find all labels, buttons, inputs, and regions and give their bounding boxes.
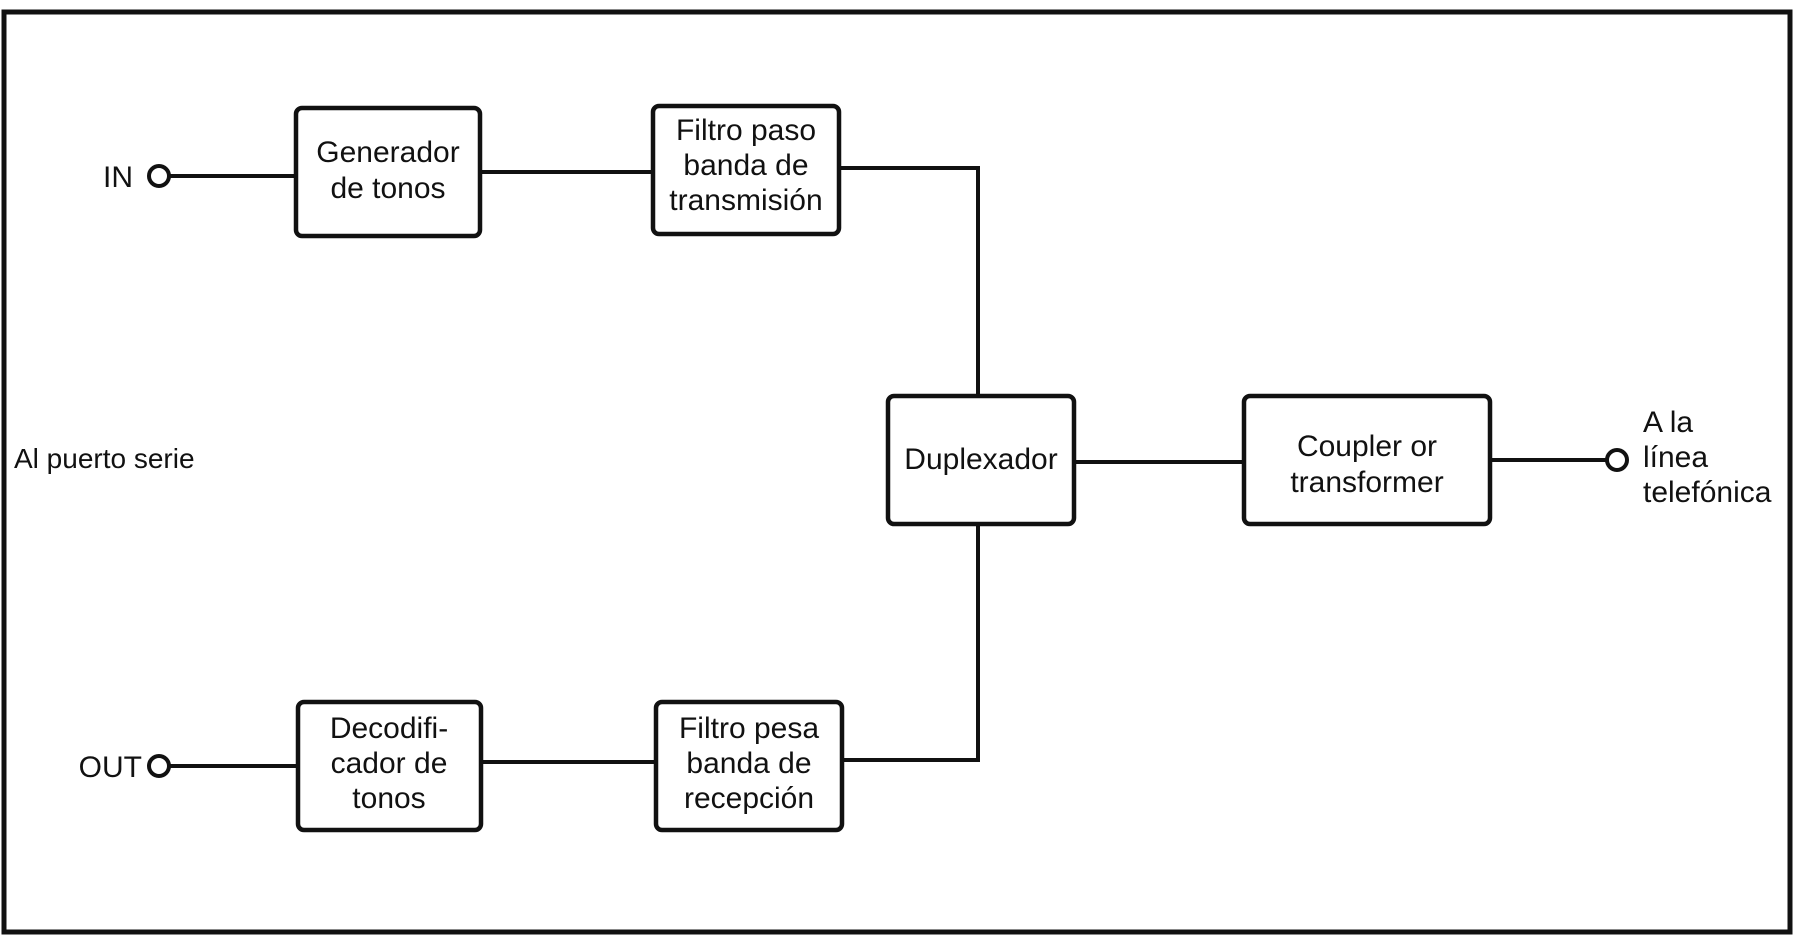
block-label-line: cador de	[331, 747, 448, 780]
block-label-line: Filtro paso	[676, 114, 816, 147]
block-duplexer: Duplexador	[885, 393, 1077, 527]
block-label-line: Coupler or	[1297, 430, 1437, 463]
svg-text:transformer: transformer	[1290, 466, 1443, 499]
block-rx-filter: Filtro pesa banda de recepción	[653, 699, 845, 833]
svg-text:recepción: recepción	[684, 782, 814, 815]
svg-text:Coupler or: Coupler or	[1297, 430, 1437, 463]
block-label-line: banda de	[686, 747, 811, 780]
block-label-line: de tonos	[330, 172, 445, 205]
svg-text:Filtro pesa: Filtro pesa	[679, 712, 819, 745]
diagram-frame	[1, 9, 1793, 935]
serial-port-label: Al puerto serie	[14, 443, 195, 474]
wires	[170, 166, 1606, 768]
block-label-line: Duplexador	[904, 443, 1057, 476]
svg-text:Decodifi-: Decodifi-	[330, 712, 448, 745]
out-label: OUT	[79, 751, 142, 784]
svg-text:línea: línea	[1643, 441, 1708, 474]
block-label-line: Filtro pesa	[679, 712, 819, 745]
svg-text:tonos: tonos	[352, 782, 425, 815]
block-label-line: banda de	[683, 149, 808, 182]
block-tx-filter: Filtro paso banda de transmisión	[650, 103, 842, 237]
block-label-line: transmisión	[669, 184, 822, 217]
svg-text:banda de: banda de	[683, 149, 808, 182]
svg-text:telefónica: telefónica	[1643, 476, 1772, 509]
line-label-line: A la	[1643, 406, 1693, 439]
line-label-line: línea	[1643, 441, 1708, 474]
svg-text:de tonos: de tonos	[330, 172, 445, 205]
out-terminal-icon	[147, 754, 171, 778]
block-label-line: Generador	[316, 136, 459, 169]
svg-text:Generador: Generador	[316, 136, 459, 169]
in-label: IN	[103, 161, 133, 194]
block-label-line: recepción	[684, 782, 814, 815]
svg-text:Duplexador: Duplexador	[904, 443, 1057, 476]
svg-text:transmisión: transmisión	[669, 184, 822, 217]
line-terminal-icon	[1605, 448, 1629, 472]
block-label-line: tonos	[352, 782, 425, 815]
block-label-line: transformer	[1290, 466, 1443, 499]
line-label: A la línea telefónica	[1643, 406, 1772, 509]
block-coupler: Coupler or transformer	[1241, 393, 1493, 527]
svg-text:A la: A la	[1643, 406, 1693, 439]
block-tone-generator: Generador de tonos	[293, 105, 483, 239]
block-label-line: Decodifi-	[330, 712, 448, 745]
svg-text:Filtro paso: Filtro paso	[676, 114, 816, 147]
in-terminal-icon	[147, 164, 171, 188]
svg-text:cador de: cador de	[331, 747, 448, 780]
wire-tx-filter-to-duplexer	[839, 166, 980, 398]
block-tone-decoder: Decodifi- cador de tonos	[295, 699, 484, 833]
line-label-line: telefónica	[1643, 476, 1772, 509]
wire-rx-filter-to-duplexer	[842, 526, 980, 762]
svg-text:banda de: banda de	[686, 747, 811, 780]
